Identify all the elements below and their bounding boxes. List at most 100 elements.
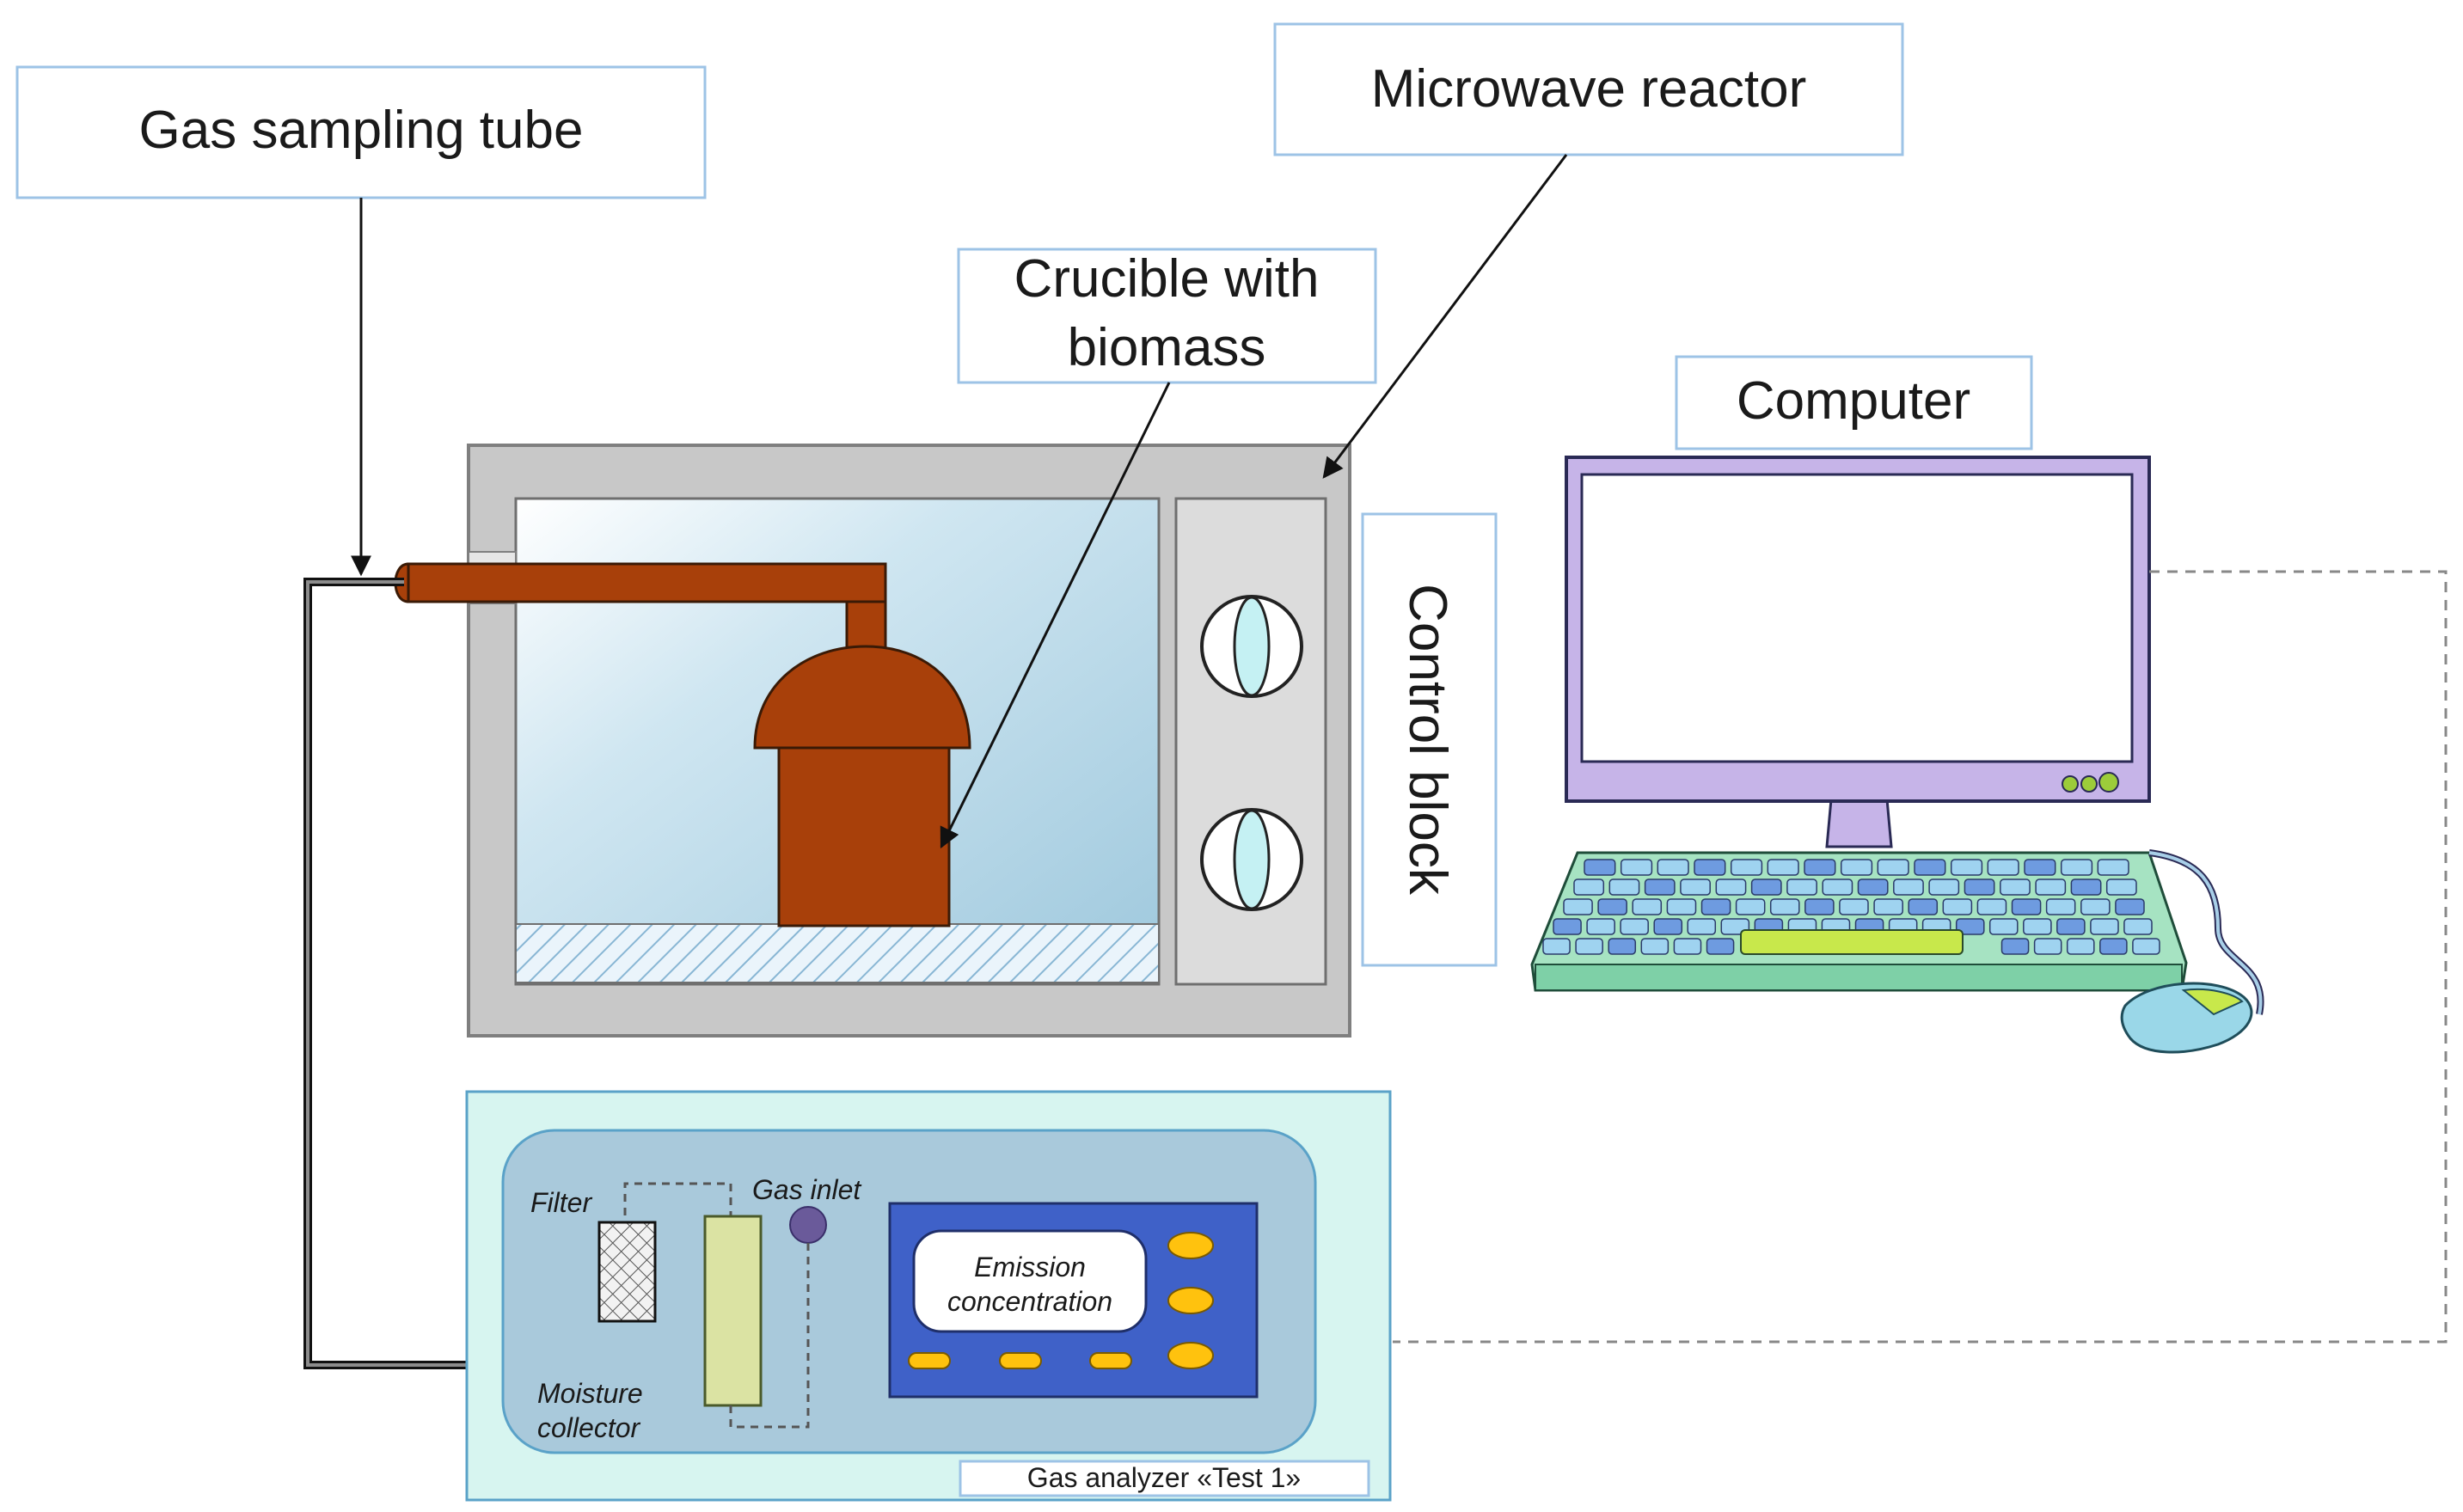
keyboard-key <box>1942 898 1973 915</box>
leader-crucible <box>940 382 1171 849</box>
keyboard-key <box>1873 898 1903 915</box>
callout-microwave-reactor: Microwave reactor <box>1273 22 1904 479</box>
svg-text:Computer: Computer <box>1737 371 1970 431</box>
keyboard-key <box>2060 859 2093 876</box>
mouse <box>2120 982 2253 1054</box>
gas-inlet-label: Gas inlet <box>752 1174 861 1205</box>
keyboard-key <box>1575 938 1603 955</box>
keyboard-key <box>2024 859 2056 876</box>
panel-button-4 <box>908 1352 951 1369</box>
keyboard-key <box>2035 878 2067 896</box>
keyboard-key <box>1964 878 1995 896</box>
svg-text:biomass: biomass <box>1068 318 1266 377</box>
keyboard-key <box>1950 859 1983 876</box>
keyboard-key <box>1597 898 1627 915</box>
control-knob-top <box>1200 595 1303 698</box>
keyboard-key <box>1563 898 1593 915</box>
keyboard-key <box>1893 878 1924 896</box>
keyboard-key <box>2011 898 2042 915</box>
keyboard-key <box>1542 938 1571 955</box>
panel-button-1 <box>1167 1232 1214 1259</box>
monitor-stand <box>1825 798 1893 848</box>
callout-computer: Computer <box>1675 355 2033 450</box>
keyboard-key <box>1706 938 1735 955</box>
keyboard-key <box>1804 859 1836 876</box>
gas-inlet-port <box>789 1206 827 1244</box>
keyboard-key <box>1640 938 1670 955</box>
keyboard-key <box>2045 898 2076 915</box>
leader-microwave-reactor <box>1322 154 1568 479</box>
keyboard-key <box>1586 918 1615 935</box>
emission-label-line1: Emission <box>974 1252 1086 1282</box>
keyboard-key <box>1857 878 1889 896</box>
callout-gas-sampling-tube: Gas sampling tube <box>15 65 707 577</box>
keyboard-key <box>1877 859 1909 876</box>
keyboard-key <box>1573 878 1605 896</box>
keyboard-key <box>1750 878 1782 896</box>
keyboard-key <box>2080 898 2111 915</box>
callout-control-block: Control block <box>1361 512 1498 967</box>
keyboard-key <box>2097 859 2129 876</box>
keyboard-key <box>1700 898 1731 915</box>
svg-text:Crucible with: Crucible with <box>1014 249 1320 309</box>
spacebar <box>1740 929 1964 955</box>
keyboard-key <box>1715 878 1747 896</box>
keyboard-key <box>1584 859 1616 876</box>
keyboard-key <box>2000 938 2030 955</box>
emission-display <box>912 1229 1148 1333</box>
keyboard-key <box>1955 918 1985 935</box>
panel-button-2 <box>1167 1287 1214 1314</box>
monitor-screen <box>1580 473 2134 763</box>
keyboard-key <box>2070 878 2102 896</box>
keyboard-key <box>2033 938 2062 955</box>
keyboard-key <box>2066 938 2095 955</box>
gas-analyzer: Filter Gas inlet Moisture collector Emis… <box>465 1090 1392 1502</box>
keyboard-key <box>1608 938 1637 955</box>
keyboard-key <box>1735 898 1766 915</box>
keyboard-key <box>1653 918 1683 935</box>
keyboard-key <box>1694 859 1726 876</box>
keyboard-key <box>1908 898 1939 915</box>
keyboard-key <box>2105 878 2137 896</box>
keyboard-key <box>1822 878 1853 896</box>
keyboard-key <box>1976 898 2007 915</box>
keyboard-key <box>1680 878 1711 896</box>
gas-analyzer-caption-box <box>959 1460 1370 1497</box>
keyboard-key <box>1620 918 1649 935</box>
keyboard-key <box>2123 918 2153 935</box>
moisture-collector <box>703 1215 763 1407</box>
panel-button-6 <box>1089 1352 1132 1369</box>
keyboard-key <box>2056 918 2086 935</box>
keyboard-key <box>1928 878 1960 896</box>
keyboard-key <box>1840 859 1873 876</box>
keyboard-key <box>1988 918 2019 935</box>
keyboard-key <box>1730 859 1763 876</box>
keyboard-key <box>1657 859 1689 876</box>
callout-crucible: Crucible with biomass <box>940 248 1377 849</box>
emission-label-line2: concentration <box>947 1286 1112 1317</box>
panel-button-5 <box>999 1352 1042 1369</box>
keyboard-key <box>1687 918 1717 935</box>
svg-text:Control block: Control block <box>1398 584 1457 896</box>
keyboard-key <box>1673 938 1702 955</box>
filter-label: Filter <box>530 1187 592 1218</box>
keyboard-key <box>1632 898 1663 915</box>
keyboard-key <box>2000 878 2031 896</box>
keyboard-key <box>2099 938 2128 955</box>
keyboard-key <box>1608 878 1640 896</box>
keyboard-key <box>1804 898 1835 915</box>
keyboard-key <box>1786 878 1817 896</box>
keyboard-key <box>1553 918 1582 935</box>
keyboard-key <box>1620 859 1653 876</box>
keyboard-key <box>2090 918 2119 935</box>
keyboard-key <box>2132 938 2160 955</box>
reactor-floor-hatch <box>515 923 1160 983</box>
keyboard <box>1530 851 2188 992</box>
keyboard-key <box>1644 878 1676 896</box>
control-knob-bottom <box>1200 808 1303 911</box>
svg-text:Microwave reactor: Microwave reactor <box>1371 59 1806 119</box>
panel-button-3 <box>1167 1342 1214 1369</box>
moisture-label-line1: Moisture <box>537 1378 643 1409</box>
crucible-with-biomass <box>394 562 971 927</box>
reactor-control-panel <box>1174 497 1327 986</box>
